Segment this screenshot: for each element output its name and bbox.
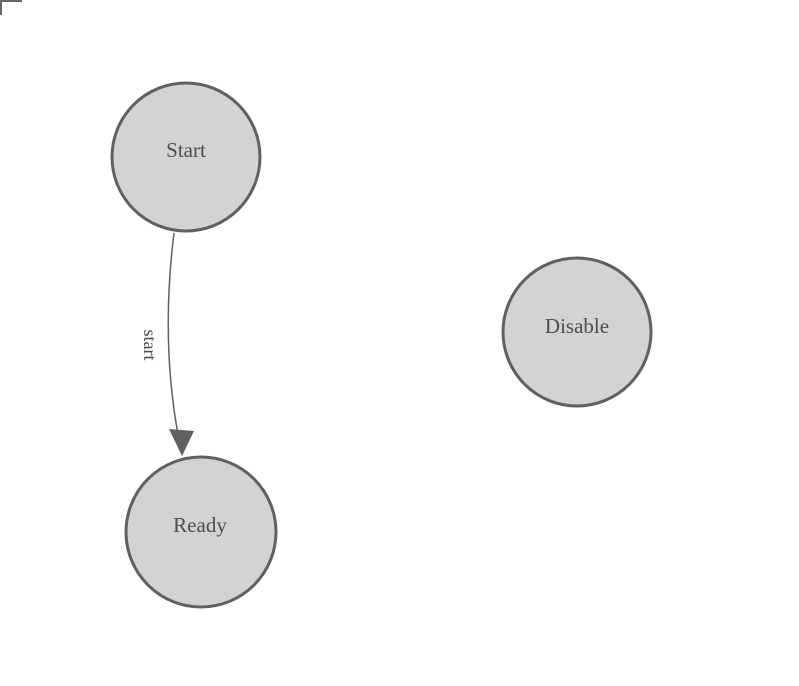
edge-curve[interactable] bbox=[167, 232, 181, 446]
edge-arrowhead-icon bbox=[169, 429, 194, 456]
state-label-ready: Ready bbox=[173, 513, 227, 537]
state-label-start: Start bbox=[166, 138, 206, 162]
edge-label[interactable]: start bbox=[140, 330, 160, 361]
state-circle-start[interactable] bbox=[110, 81, 262, 233]
canvas-corner-mark bbox=[0, 0, 22, 15]
state-circle-disable[interactable] bbox=[501, 256, 653, 408]
state-node-ready[interactable]: Ready bbox=[124, 455, 278, 609]
transition-edge-start-to-ready[interactable]: start bbox=[140, 232, 194, 456]
state-label-disable: Disable bbox=[545, 314, 609, 338]
state-circle-ready[interactable] bbox=[124, 455, 278, 609]
state-node-start[interactable]: Start bbox=[110, 81, 262, 233]
state-node-disable[interactable]: Disable bbox=[501, 256, 653, 408]
